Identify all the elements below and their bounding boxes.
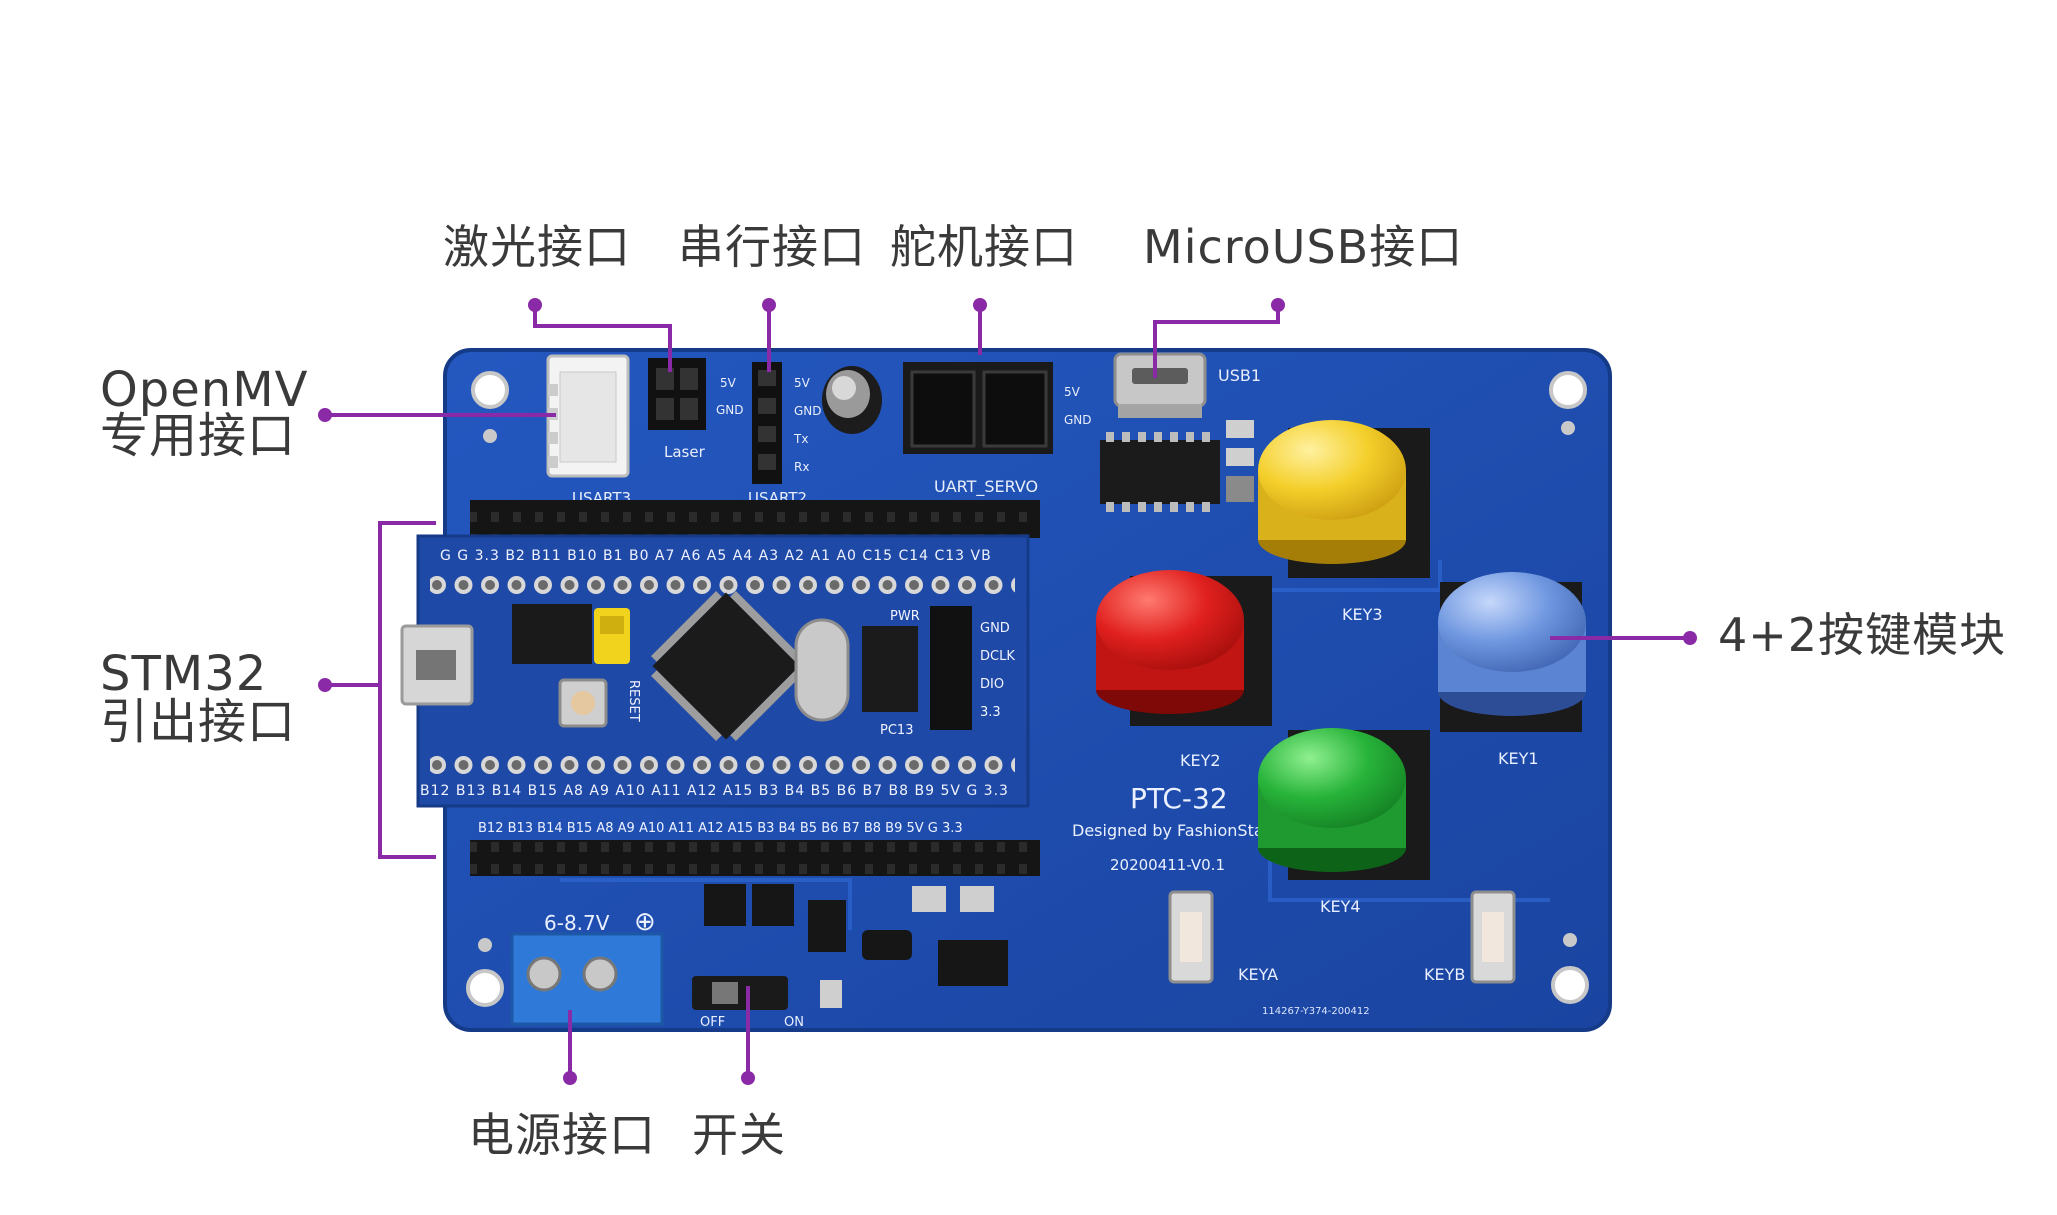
callout-microusb: MicroUSB接口 — [1143, 220, 1464, 274]
regulator-parts — [704, 884, 1008, 1008]
silk-uart-servo: UART_SERVO — [934, 477, 1038, 497]
silk-5v: 5V — [720, 376, 737, 390]
silk-laser: Laser — [664, 443, 706, 461]
key1-button-blue: KEY1 — [1438, 572, 1586, 768]
silk-key4: KEY4 — [1320, 897, 1361, 916]
silk-keya: KEYA — [1238, 965, 1278, 984]
callout-stm32-line2: 引出接口 — [100, 694, 297, 750]
mounting-hole — [1551, 966, 1589, 1004]
silk-plus: ⊕ — [634, 907, 656, 937]
key2-button-red: KEY2 — [1096, 570, 1244, 770]
silk-designed: Designed by FashionStar — [1072, 821, 1271, 840]
power-switch: OFF ON — [692, 976, 804, 1030]
silk-voltage: 6-8.7V — [544, 911, 610, 935]
power-terminal: 6-8.7V ⊕ — [510, 907, 664, 1026]
openmv-connector: USART3 — [546, 354, 631, 507]
servo-headers: UART_SERVO 5V GND — [903, 362, 1092, 497]
bp-pc13: PC13 — [880, 723, 913, 738]
mounting-hole — [466, 969, 504, 1007]
silk-gnd: GND — [716, 403, 744, 417]
key4-button-green: KEY4 — [1258, 728, 1406, 916]
mounting-hole — [1549, 371, 1587, 409]
pin-row-bottom: B12 B13 B14 B15 A8 A9 A10 A11 A12 A15 B3… — [420, 783, 1009, 799]
bp-pwr: PWR — [890, 609, 920, 624]
callout-laser: 激光接口 — [443, 220, 631, 274]
bp-33: 3.3 — [980, 705, 1001, 720]
silk-rx: Rx — [794, 460, 809, 474]
silk-gnd: GND — [1064, 413, 1092, 427]
callout-switch: 开关 — [692, 1108, 786, 1162]
callout-power: 电源接口 — [468, 1108, 656, 1162]
microusb-port: USB1 — [1113, 352, 1261, 418]
bp-reset: RESET — [626, 680, 641, 722]
silk-key3: KEY3 — [1342, 605, 1383, 624]
silk-gnd: GND — [794, 404, 822, 418]
callout-openmv-line1: OpenMV — [100, 362, 309, 418]
callout-stm32-line1: STM32 — [100, 646, 268, 702]
stm32-bluepill: G G 3.3 B2 B11 B10 B1 B0 A7 A6 A5 A4 A3 … — [400, 534, 1030, 808]
silk-key1: KEY1 — [1498, 749, 1539, 768]
callout-dots — [318, 298, 1697, 1085]
bp-gnd: GND — [980, 621, 1010, 636]
keyb-switch: KEYB — [1424, 890, 1516, 984]
key3-button-yellow: KEY3 — [1258, 420, 1406, 624]
silk-off: OFF — [700, 1015, 725, 1030]
silk-usb1: USB1 — [1218, 366, 1261, 385]
callout-keys: 4+2按键模块 — [1718, 608, 2007, 662]
silk-5v: 5V — [794, 376, 811, 390]
capacitor — [822, 366, 882, 434]
silk-model: PTC-32 — [1130, 782, 1228, 815]
pin-row-top: G G 3.3 B2 B11 B10 B1 B0 A7 A6 A5 A4 A3 … — [440, 548, 992, 564]
callout-lines — [325, 305, 1690, 1078]
mounting-hole — [471, 371, 509, 409]
bp-dclk: DCLK — [980, 649, 1015, 664]
silk-keyb: KEYB — [1424, 965, 1465, 984]
header-row-bottom: B12 B13 B14 B15 A8 A9 A10 A11 A12 A15 B3… — [470, 821, 1040, 876]
callout-servo: 舵机接口 — [890, 220, 1078, 274]
silk-key2: KEY2 — [1180, 751, 1221, 770]
silk-5v: 5V — [1064, 385, 1081, 399]
header-row-top — [470, 500, 1040, 538]
pin-row-base: B12 B13 B14 B15 A8 A9 A10 A11 A12 A15 B3… — [478, 821, 963, 836]
keya-switch: KEYA — [1168, 890, 1278, 984]
laser-header: Laser 5V GND — [648, 358, 744, 461]
callout-serial: 串行接口 — [678, 220, 866, 274]
silk-version: 20200411-V0.1 — [1110, 856, 1225, 874]
silk-tx: Tx — [793, 432, 808, 446]
bp-dio: DIO — [980, 677, 1004, 692]
serial-header: 5V GND Tx Rx USART2 — [748, 362, 822, 507]
silk-serial-code: 114267-Y374-200412 — [1262, 1006, 1370, 1017]
callout-openmv-line2: 专用接口 — [100, 408, 297, 464]
silk-on: ON — [784, 1015, 804, 1030]
smd-ic — [1100, 420, 1254, 512]
